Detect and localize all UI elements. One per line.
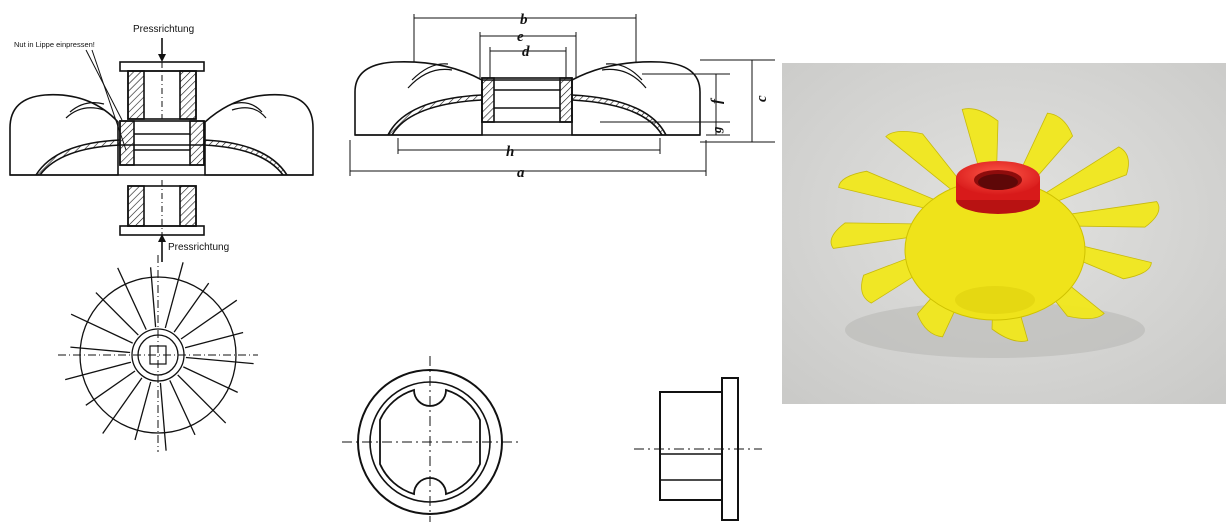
press-assembly-section-drawing: Pressrichtung Nut in Lippe einpressen! <box>9 24 314 452</box>
fan-hub-red <box>956 161 1040 214</box>
fan-spoke <box>177 374 227 424</box>
bottom-bushing <box>119 180 205 240</box>
fan-spoke <box>65 361 132 381</box>
dim-label-c: c <box>754 95 770 102</box>
hub-front-view <box>342 356 518 522</box>
dim-label-a: a <box>517 165 525 181</box>
fan-spoke <box>117 267 147 330</box>
dimension-lines <box>349 14 775 176</box>
fan-top-view <box>58 255 258 452</box>
fan-spoke <box>95 292 139 336</box>
dim-label-d: d <box>522 44 530 60</box>
fan-spoke <box>169 380 196 436</box>
press-arrow-bottom-head <box>158 234 166 242</box>
fan-spoke <box>164 262 184 329</box>
fan-spoke <box>173 282 210 333</box>
fan-spoke <box>183 366 238 393</box>
fan-spoke <box>85 370 136 406</box>
fan-spoke <box>159 382 167 451</box>
fan-spoke <box>70 346 131 354</box>
fan-photo <box>782 63 1226 404</box>
groove-note-label: Nut in Lippe einpressen! <box>14 40 95 49</box>
press-arrow-top-head <box>158 54 166 62</box>
fan-spoke <box>102 377 143 434</box>
fan-spoke <box>149 267 157 328</box>
press-direction-label-top: Pressrichtung <box>133 24 194 35</box>
fan-spoke <box>184 331 244 349</box>
dim-label-e: e <box>517 29 524 45</box>
fan-spoke <box>185 356 254 365</box>
fan-spoke <box>180 299 238 340</box>
top-bushing <box>119 61 205 120</box>
dimensioned-section-drawing: b e d a h c f g <box>349 12 775 181</box>
dim-label-b: b <box>520 12 528 28</box>
fan-body-section <box>9 93 314 176</box>
hub-side-view <box>634 377 762 521</box>
dim-label-f: f <box>709 97 725 104</box>
fan-spoke <box>134 381 152 441</box>
dim-label-h: h <box>506 144 514 160</box>
fan-spoke <box>70 313 133 344</box>
press-direction-label-bottom: Pressrichtung <box>168 242 229 253</box>
dim-label-g: g <box>709 126 724 134</box>
